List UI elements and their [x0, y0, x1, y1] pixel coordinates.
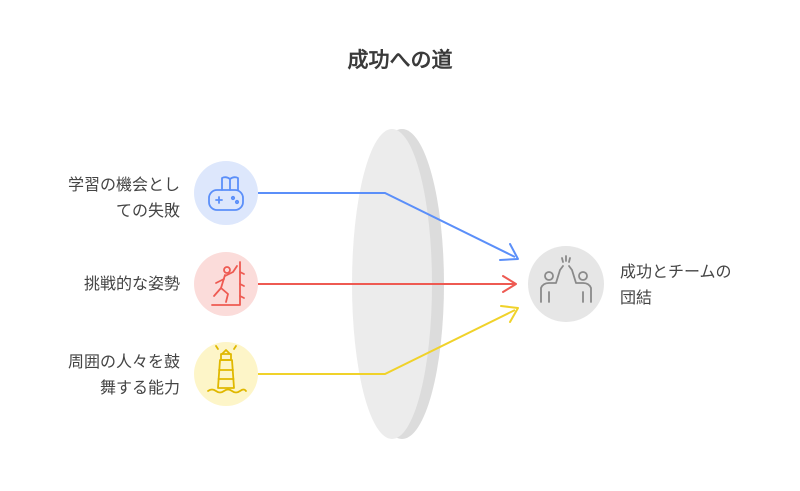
lighthouse-icon [194, 342, 258, 406]
input-label-inspire-line2: 舞する能力 [99, 378, 180, 397]
output-label: 成功とチームの 団結 [620, 259, 790, 311]
input-label-failure: 学習の機会とし ての失敗 [10, 172, 180, 224]
high-five-icon [528, 246, 604, 322]
output-label-line1: 成功とチームの [620, 262, 732, 281]
input-label-challenge-line1: 挑戦的な姿勢 [83, 274, 180, 293]
gamepad-book-icon [194, 161, 258, 225]
input-label-inspire-line1: 周囲の人々を鼓 [67, 352, 180, 371]
climbing-person-icon [194, 252, 258, 316]
arrow-red [258, 275, 517, 293]
input-label-failure-line2: ての失敗 [115, 201, 180, 220]
input-label-failure-line1: 学習の機会とし [67, 175, 180, 194]
input-label-challenge: 挑戦的な姿勢 [10, 271, 180, 297]
diagram-title: 成功への道 [347, 48, 453, 72]
arrow-yellow [258, 305, 519, 375]
input-label-inspire: 周囲の人々を鼓 舞する能力 [10, 349, 180, 401]
arrow-blue [258, 192, 519, 261]
output-label-line2: 団結 [620, 288, 653, 307]
